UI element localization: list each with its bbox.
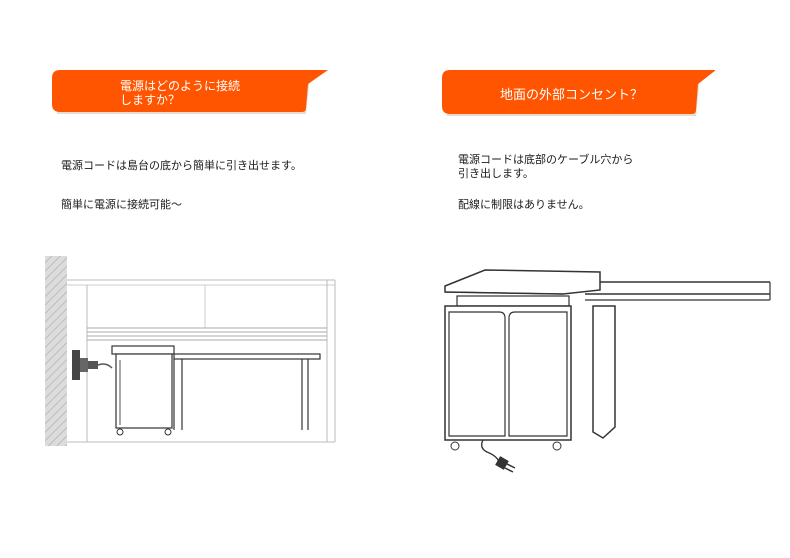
heading-tag-left: 電源はどのように接続 しますか？ xyxy=(50,70,330,114)
heading-tag-right: 地面の外部コンセント？ xyxy=(440,70,715,116)
description-line-1-right: 電源コードは底部のケーブル穴から 引き出します。 xyxy=(458,153,634,180)
heading-left: 電源はどのように接続 しますか？ xyxy=(120,79,241,107)
description-line-2-left: 簡単に電源に接続可能～ xyxy=(61,198,182,211)
right-panel: 地面の外部コンセント？ 電源コードは底部のケーブル穴から 引き出します。 配線に… xyxy=(395,0,790,558)
floor-outlet-illustration xyxy=(444,269,771,473)
tag-shape-right xyxy=(442,70,715,116)
description-line-2-right: 配線に制限はありません。 xyxy=(458,198,590,211)
heading-right: 地面の外部コンセント？ xyxy=(500,88,644,103)
tag-shape-left xyxy=(52,70,328,114)
wall-outlet-illustration xyxy=(45,256,336,446)
left-panel: 電源はどのように接続 しますか？ 電源コードは島台の底から簡単に引き出せます。 … xyxy=(45,70,336,446)
description-line-1-left: 電源コードは島台の底から簡単に引き出せます。 xyxy=(61,159,302,172)
